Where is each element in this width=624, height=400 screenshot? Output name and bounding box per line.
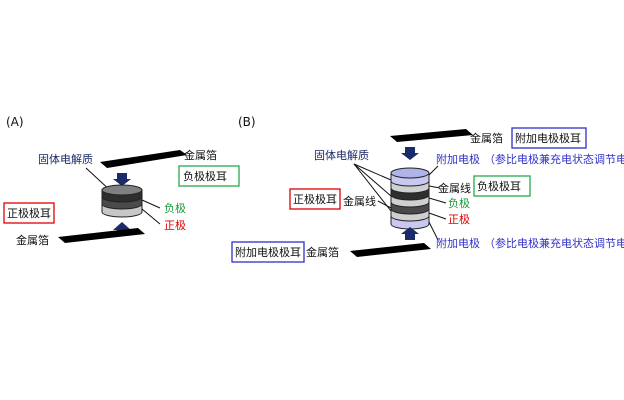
panel-b-electrolyte-leader-2 bbox=[353, 163, 392, 197]
panel-a-label: (A) bbox=[6, 115, 24, 129]
panel-a-negative-leader bbox=[141, 199, 161, 209]
panel-b-wire-left-leader bbox=[377, 200, 392, 209]
panel-a-bottom-foil-label: 金属箔 bbox=[16, 233, 49, 247]
panel-b-extra-electrode-bottom-leader bbox=[428, 221, 439, 241]
panel-a-positive-leader bbox=[141, 208, 161, 225]
panel-b-negative-leader bbox=[428, 197, 447, 204]
panel-b-neg-tab-box bbox=[473, 175, 531, 197]
panel-b-positive-label: 正极 bbox=[448, 212, 470, 226]
panel-b-wire-left-label: 金属线 bbox=[343, 194, 376, 208]
panel-a-layer-cap bbox=[101, 184, 143, 196]
panel-b: (B) 金属箔 附加电极极耳 固体电解质 附加电极（参比电极兼充电状态调节电极） bbox=[231, 115, 624, 263]
panel-b-bottom-foil bbox=[350, 243, 431, 257]
panel-b-cell-stack bbox=[390, 167, 430, 230]
panel-b-bottom-foil-label: 金属箔 bbox=[306, 245, 339, 259]
panel-a-positive-label: 正极 bbox=[164, 218, 186, 232]
panel-a-top-foil bbox=[100, 150, 187, 168]
panel-a-pos-tab-label: 正极极耳 bbox=[7, 206, 51, 220]
panel-b-extra-electrode-top-label: 附加电极（参比电极兼充电状态调节电极） bbox=[436, 152, 624, 166]
panel-a-neg-tab-label: 负极极耳 bbox=[183, 169, 227, 183]
panel-a: (A) 金属箔 负极极耳 固体电解质 负极 正极 正极极耳 金属箔 bbox=[3, 115, 240, 247]
panel-b-positive-leader bbox=[428, 212, 447, 220]
panel-a-bottom-foil bbox=[58, 228, 145, 243]
panel-b-pos-tab-label: 正极极耳 bbox=[293, 192, 337, 206]
panel-b-top-foil-label: 金属箔 bbox=[470, 131, 503, 145]
panel-b-extra-electrode-bottom-label: 附加电极（参比电极兼充电状态调节电极） bbox=[436, 236, 624, 250]
panel-b-electrolyte-label: 固体电解质 bbox=[314, 148, 369, 162]
panel-b-neg-tab-label: 负极极耳 bbox=[477, 179, 521, 193]
panel-b-extra-tab-top-box bbox=[511, 127, 587, 149]
panel-b-extra-tab-bottom-box bbox=[231, 241, 305, 263]
panel-b-electrolyte-leader-1 bbox=[353, 163, 392, 181]
panel-b-electrolyte-leader-3 bbox=[353, 163, 392, 212]
panel-a-top-foil-label: 金属箔 bbox=[184, 148, 217, 162]
panel-b-wire-right-label: 金属线 bbox=[438, 181, 471, 195]
panel-b-top-foil bbox=[390, 129, 473, 142]
panel-b-negative-label: 负极 bbox=[448, 196, 470, 210]
panel-b-extra-tab-top-label: 附加电极极耳 bbox=[515, 131, 581, 145]
panel-a-electrolyte-label: 固体电解质 bbox=[38, 152, 93, 166]
panel-b-layer-cap bbox=[390, 167, 430, 179]
panel-a-cell-stack bbox=[101, 184, 143, 218]
panel-a-neg-tab-box bbox=[178, 165, 240, 187]
panel-b-pos-tab-box bbox=[289, 188, 341, 210]
panel-b-arrow-up bbox=[401, 227, 419, 240]
panel-a-pos-tab-box bbox=[3, 202, 55, 224]
panel-b-wire-right-leader bbox=[428, 185, 441, 189]
panel-a-negative-label: 负极 bbox=[164, 201, 186, 215]
panel-b-extra-tab-bottom-label: 附加电极极耳 bbox=[235, 245, 301, 259]
panel-b-arrow-down bbox=[401, 147, 419, 160]
panel-b-label: (B) bbox=[238, 115, 256, 129]
panel-b-extra-electrode-top-leader bbox=[428, 165, 439, 176]
panel-a-arrow-down bbox=[113, 173, 131, 186]
